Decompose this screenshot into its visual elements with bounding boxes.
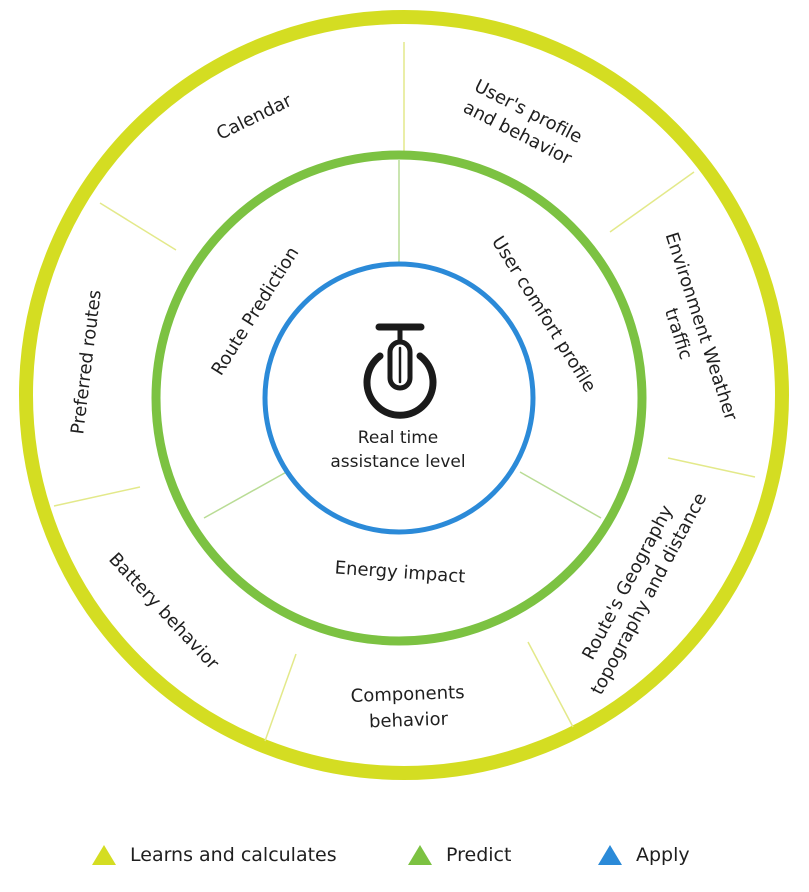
- outer-label-calendar: Calendar: [213, 90, 295, 145]
- legend-item-predict: Predict: [408, 838, 511, 872]
- middle-separator: [203, 469, 291, 519]
- outer-separator: [667, 457, 756, 478]
- outer-label-components-line2: behavior: [369, 709, 449, 733]
- core-circle: [262, 261, 536, 535]
- outer-ring: [19, 10, 789, 780]
- outer-separator: [99, 202, 177, 251]
- legend-triangle-icon: [598, 845, 622, 865]
- outer-separator: [264, 653, 297, 742]
- legend-triangle-icon: [92, 845, 116, 865]
- outer-separator: [53, 486, 141, 507]
- outer-separator: [527, 641, 574, 728]
- legend-label: Learns and calculates: [130, 844, 337, 866]
- middle-label-energy-impact: Energy impact: [334, 557, 466, 587]
- legend-item-learns: Learns and calculates: [92, 838, 337, 872]
- core-title-line2: assistance level: [330, 452, 465, 472]
- middle-ring-separators: [203, 160, 602, 519]
- core-title-line1: Real time: [358, 428, 438, 448]
- legend-label: Predict: [446, 844, 512, 866]
- bike-power-icon: [363, 323, 437, 419]
- outer-ring-separators: [53, 42, 756, 742]
- outer-separator: [609, 171, 695, 233]
- middle-separator: [519, 471, 602, 519]
- legend-triangle-icon: [408, 845, 432, 865]
- legend-item-apply: Apply: [598, 838, 690, 872]
- outer-label-components-line1: Components: [350, 682, 465, 707]
- legend-label: Apply: [636, 844, 690, 866]
- middle-ring: [151, 150, 647, 646]
- outer-label-preferred-routes: Preferred routes: [67, 289, 106, 436]
- legend: Learns and calculates Predict Apply: [0, 838, 809, 872]
